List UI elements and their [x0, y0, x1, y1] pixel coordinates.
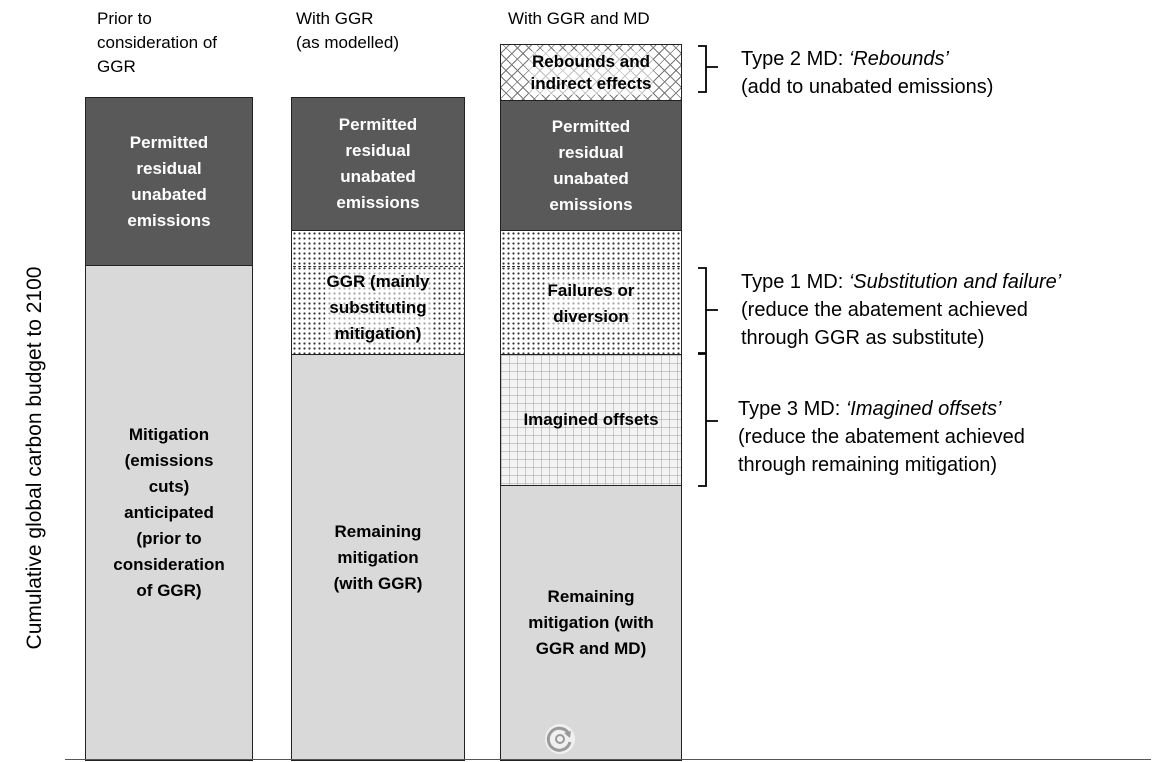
brace-type-2 [698, 45, 718, 93]
segment-label: Imagined offsets [523, 410, 659, 429]
segment-permitted-residual-emissions: Permitted residual unabated emissions [500, 100, 682, 231]
segment-label: Failures or diversion [545, 277, 637, 330]
annotation-type-1: Type 1 MD: ‘Substitution and failure’ (r… [741, 268, 1061, 352]
dashed-divider [502, 266, 680, 267]
annotation-prefix: Type 1 MD: [741, 271, 849, 293]
segment-permitted-residual-emissions: Permitted residual unabated emissions [291, 97, 465, 231]
segment-remaining-mitigation: Remaining mitigation (with GGR) [291, 354, 465, 761]
segment-rebounds: Rebounds and indirect effects [500, 44, 682, 101]
annotation-type-2: Type 2 MD: ‘Rebounds’ (add to unabated e… [741, 45, 993, 101]
segment-label: Permitted residual unabated emissions [336, 115, 420, 212]
annotation-braces [698, 45, 718, 487]
annotation-description: (reduce the abatement achieved through r… [738, 426, 1025, 476]
annotation-name: ‘Imagined offsets’ [845, 398, 1002, 420]
segment-label: GGR (mainly substituting mitigation) [324, 268, 432, 347]
segment-label: Remaining mitigation (with GGR and MD) [528, 587, 654, 658]
segment-imagined-offsets: Imagined offsets [500, 354, 682, 486]
annotation-prefix: Type 2 MD: [741, 48, 849, 70]
y-axis-label: Cumulative global carbon budget to 2100 [23, 266, 46, 650]
annotation-description: (add to unabated emissions) [741, 76, 994, 98]
dashed-divider [293, 266, 463, 267]
annotation-name: ‘Rebounds’ [848, 48, 949, 70]
segment-mitigation-anticipated: Mitigation (emissions cuts) anticipated … [85, 265, 253, 761]
annotation-description: (reduce the abatement achieved through G… [741, 299, 1028, 349]
annotation-prefix: Type 3 MD: [738, 398, 846, 420]
brace-type-1 [698, 267, 718, 354]
segment-label: Remaining mitigation (with GGR) [333, 521, 423, 593]
baseline [65, 759, 1151, 760]
annotation-type-3: Type 3 MD: ‘Imagined offsets’ (reduce th… [738, 395, 1025, 479]
segment-label: Permitted residual unabated emissions [127, 132, 211, 230]
column-header-with-ggr-and-md: With GGR and MD [508, 9, 650, 28]
segment-permitted-residual-emissions: Permitted residual unabated emissions [85, 97, 253, 266]
segment-ggr-substituting: GGR (mainly substituting mitigation) [291, 230, 465, 355]
column-header-with-ggr: With GGR (as modelled) [296, 9, 399, 52]
annotation-name: ‘Substitution and failure’ [848, 271, 1062, 293]
segment-remaining-mitigation: Remaining mitigation (with GGR and MD) [500, 485, 682, 761]
brace-type-3 [698, 353, 718, 487]
segment-label: Rebounds and indirect effects [528, 50, 654, 95]
refresh-icon[interactable] [543, 722, 577, 756]
segment-label: Mitigation (emissions cuts) anticipated … [113, 425, 225, 600]
segment-label: Permitted residual unabated emissions [549, 116, 633, 214]
column-header-prior: Prior to consideration of GGR [97, 9, 218, 76]
segment-failures-or-diversion: Failures or diversion [500, 230, 682, 355]
